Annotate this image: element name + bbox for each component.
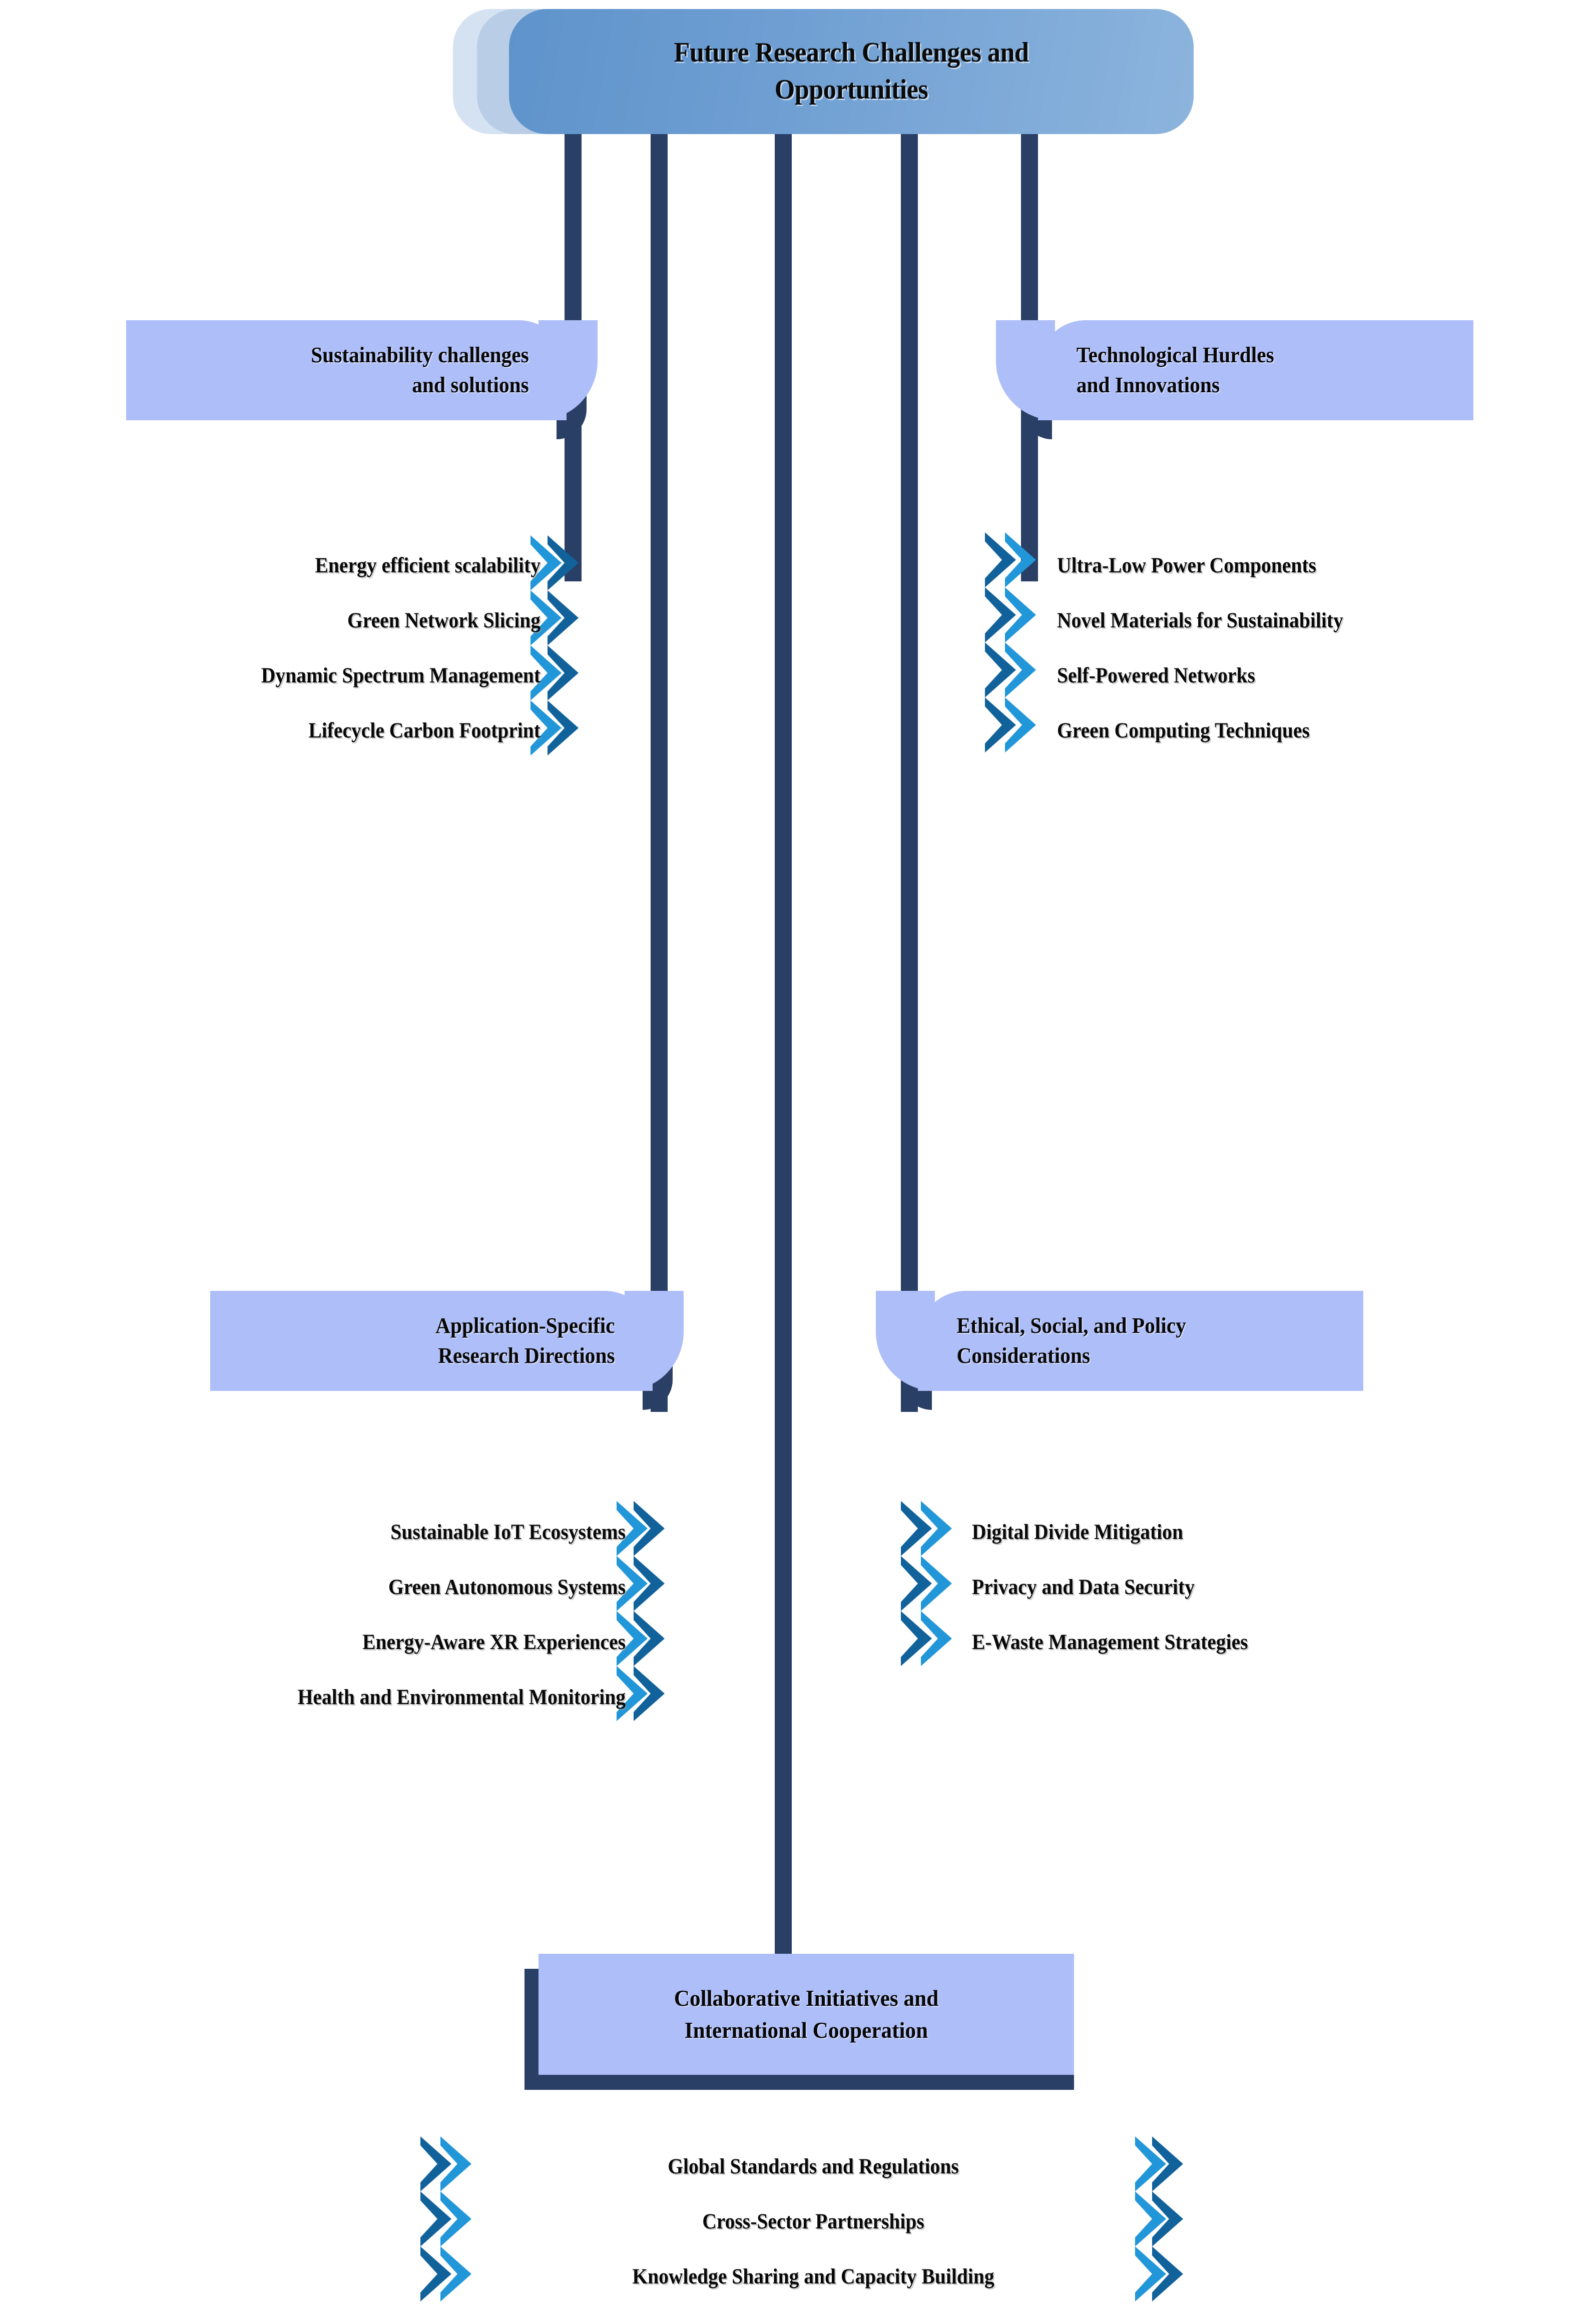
branch-bulge-ethical-social-policy <box>876 1291 935 1391</box>
branch-header-ethical-social-policy[interactable]: Ethical, Social, and Policy Consideratio… <box>918 1291 1363 1391</box>
chevron-bullet-icon <box>548 700 596 755</box>
list-item: Dynamic Spectrum Management <box>261 664 541 687</box>
branch-header-technological-label: Technological Hurdles and Innovations <box>1076 343 1274 397</box>
page-title-line-1: Future Research Challenges and <box>674 37 1029 69</box>
chevron-bullet-icon <box>634 1666 682 1721</box>
chevron-bullet-icon <box>420 2136 468 2191</box>
list-item: Ultra-Low Power Components <box>1057 554 1316 577</box>
bottom-node-plate: Collaborative Initiatives and Internatio… <box>539 1954 1074 2075</box>
branch-header-application-specific-label: Application-Specific Research Directions <box>435 1313 615 1368</box>
list-item: Green Network Slicing <box>347 609 541 632</box>
list-item: Green Computing Techniques <box>1057 719 1310 742</box>
chevron-bullet-icon <box>531 535 579 590</box>
chevron-bullet-icon <box>440 2136 488 2191</box>
chevron-bullet-icon <box>440 2246 488 2301</box>
chevron-bullet-icon <box>531 700 579 755</box>
item-list-collaborative: Global Standards and Regulations Cross-S… <box>490 2150 1136 2315</box>
branch-bulge-application-specific <box>625 1291 684 1391</box>
list-item: Sustainable IoT Ecosystems <box>390 1520 626 1544</box>
chevron-bullet-icon <box>420 2246 468 2301</box>
page-title: Future Research Challenges and Opportuni… <box>533 9 1170 134</box>
chevron-bullet-icon <box>921 1501 969 1556</box>
list-item: E-Waste Management Strategies <box>972 1631 1248 1654</box>
item-list-application-specific: Sustainable IoT Ecosystems Green Autonom… <box>30 1516 626 1736</box>
branch-header-sustainability-label: Sustainability challenges and solutions <box>311 343 529 397</box>
chevron-bullet-icon <box>1135 2191 1183 2246</box>
chevron-bullet-icon <box>1135 2136 1183 2191</box>
list-item: Lifecycle Carbon Footprint <box>308 719 541 742</box>
chevron-bullet-icon <box>420 2191 468 2246</box>
chevron-bullet-icon <box>634 1556 682 1611</box>
list-item: Green Autonomous Systems <box>388 1576 626 1599</box>
connector-line-2 <box>651 131 668 1412</box>
branch-bulge-sustainability <box>539 320 598 420</box>
chevron-bullet-icon <box>921 1556 969 1611</box>
chevron-bullet-icon <box>921 1611 969 1666</box>
chevron-bullet-icon <box>901 1611 949 1666</box>
chevron-bullet-icon <box>1005 587 1053 642</box>
chevron-bullet-icon <box>985 532 1033 587</box>
connector-line-4 <box>901 131 918 1412</box>
chevron-bullet-icon <box>617 1611 665 1666</box>
chevron-bullet-icon <box>617 1666 665 1721</box>
list-item: Cross-Sector Partnerships <box>702 2210 924 2233</box>
root-title-banner: Future Research Challenges and Opportuni… <box>453 9 1194 134</box>
list-item: Digital Divide Mitigation <box>972 1520 1183 1544</box>
page-title-line-2: Opportunities <box>774 74 928 105</box>
chevron-bullet-icon <box>440 2191 488 2246</box>
branch-bulge-technological <box>996 320 1055 420</box>
branch-header-collaborative-label: Collaborative Initiatives and Internatio… <box>674 1985 939 2043</box>
list-item: Energy efficient scalability <box>315 554 541 577</box>
chevron-bullet-icon <box>531 590 579 645</box>
chevron-bullet-icon <box>1005 532 1053 587</box>
item-list-technological: Ultra-Low Power Components Novel Materia… <box>1057 549 1557 769</box>
chevron-bullet-icon <box>901 1556 949 1611</box>
item-list-ethical-social-policy: Digital Divide Mitigation Privacy and Da… <box>972 1516 1517 1681</box>
list-item: Knowledge Sharing and Capacity Building <box>632 2265 994 2288</box>
chevron-bullet-icon <box>985 587 1033 642</box>
chevron-bullet-icon <box>531 645 579 700</box>
branch-header-technological[interactable]: Technological Hurdles and Innovations <box>1038 320 1473 420</box>
chevron-bullet-icon <box>634 1501 682 1556</box>
banner-layer-front <box>509 9 1194 134</box>
branch-header-application-specific[interactable]: Application-Specific Research Directions <box>210 1291 653 1391</box>
chevron-bullet-icon <box>1152 2246 1200 2301</box>
chevron-bullet-icon <box>1152 2191 1200 2246</box>
branch-header-sustainability[interactable]: Sustainability challenges and solutions <box>126 320 567 420</box>
chevron-bullet-icon <box>548 535 596 590</box>
chevron-bullet-icon <box>901 1501 949 1556</box>
chevron-bullet-icon <box>1135 2246 1183 2301</box>
branch-header-collaborative[interactable]: Collaborative Initiatives and Internatio… <box>525 1954 1074 2090</box>
list-item: Self-Powered Networks <box>1057 664 1255 687</box>
branch-header-ethical-social-policy-label: Ethical, Social, and Policy Consideratio… <box>956 1313 1186 1368</box>
chevron-bullet-icon <box>617 1501 665 1556</box>
chevron-bullet-icon <box>1005 642 1053 697</box>
list-item: Global Standards and Regulations <box>668 2155 959 2178</box>
item-list-sustainability: Energy efficient scalability Green Netwo… <box>60 549 541 769</box>
list-item: Health and Environmental Monitoring <box>297 1686 626 1709</box>
chevron-bullet-icon <box>985 697 1033 752</box>
list-item: Novel Materials for Sustainability <box>1057 609 1343 632</box>
chevron-bullet-icon <box>548 645 596 700</box>
list-item: Energy-Aware XR Experiences <box>362 1631 626 1654</box>
chevron-bullet-icon <box>634 1611 682 1666</box>
chevron-bullet-icon <box>548 590 596 645</box>
chevron-bullet-icon <box>985 642 1033 697</box>
chevron-bullet-icon <box>1005 697 1053 752</box>
chevron-bullet-icon <box>617 1556 665 1611</box>
chevron-bullet-icon <box>1152 2136 1200 2191</box>
list-item: Privacy and Data Security <box>972 1576 1195 1599</box>
connector-line-3 <box>775 131 792 1957</box>
